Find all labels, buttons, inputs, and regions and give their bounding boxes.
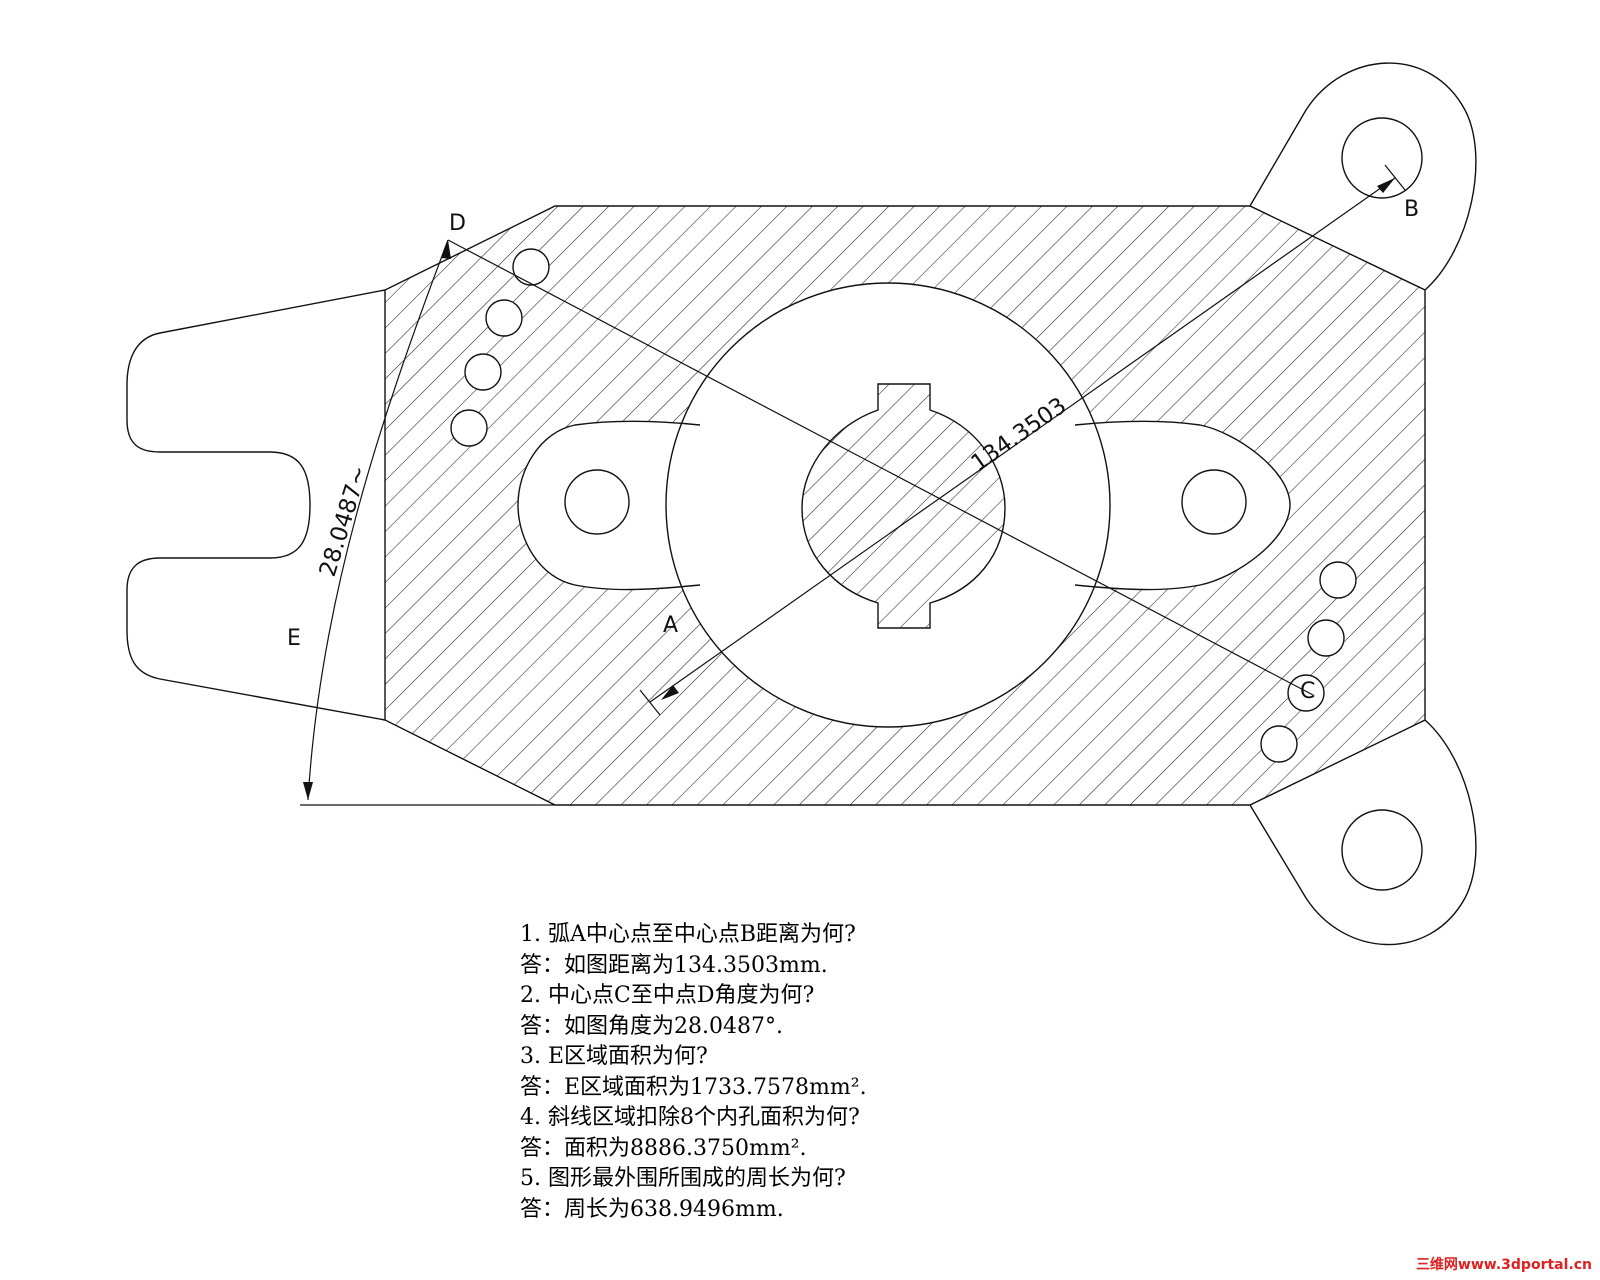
question-4: 4. 斜线区域扣除8个内孔面积为何? (520, 1105, 860, 1130)
question-2: 2. 中心点C至中点D角度为何? (520, 983, 815, 1008)
answer-4: 答：面积为8886.3750mm². (520, 1135, 807, 1161)
label-c: C (1300, 679, 1315, 704)
dimension-angle-label: 28.0487~ (315, 463, 373, 580)
right-ears (1249, 62, 1477, 946)
label-a: A (663, 613, 678, 638)
answer-3: 答：E区域面积为1733.7578mm². (520, 1074, 867, 1100)
point-labels: A B C D E (287, 197, 1419, 704)
dimension-lines (300, 164, 1406, 806)
question-answer-block: 1. 弧A中心点至中心点B距离为何? 答：如图距离为134.3503mm. 2.… (520, 920, 1120, 1225)
small-holes (450, 248, 1357, 763)
label-d: D (449, 211, 466, 236)
label-b: B (1404, 197, 1419, 222)
question-5: 5. 图形最外围所围成的周长为何? (520, 1166, 846, 1191)
watermark: 三维网www.3dportal.cn (1415, 1257, 1592, 1273)
answer-1: 答：如图距离为134.3503mm. (520, 952, 828, 978)
central-opening (517, 282, 1291, 728)
question-1: 1. 弧A中心点至中心点B距离为何? (520, 922, 856, 947)
hatched-shaft (801, 383, 1006, 629)
question-3: 3. E区域面积为何? (520, 1044, 708, 1069)
label-e: E (287, 626, 301, 651)
answer-5: 答：周长为638.9496mm. (520, 1196, 784, 1222)
left-fork-region-e (126, 289, 386, 721)
answer-2: 答：如图角度为28.0487°. (520, 1013, 783, 1039)
dimension-arrowheads (303, 178, 1395, 800)
